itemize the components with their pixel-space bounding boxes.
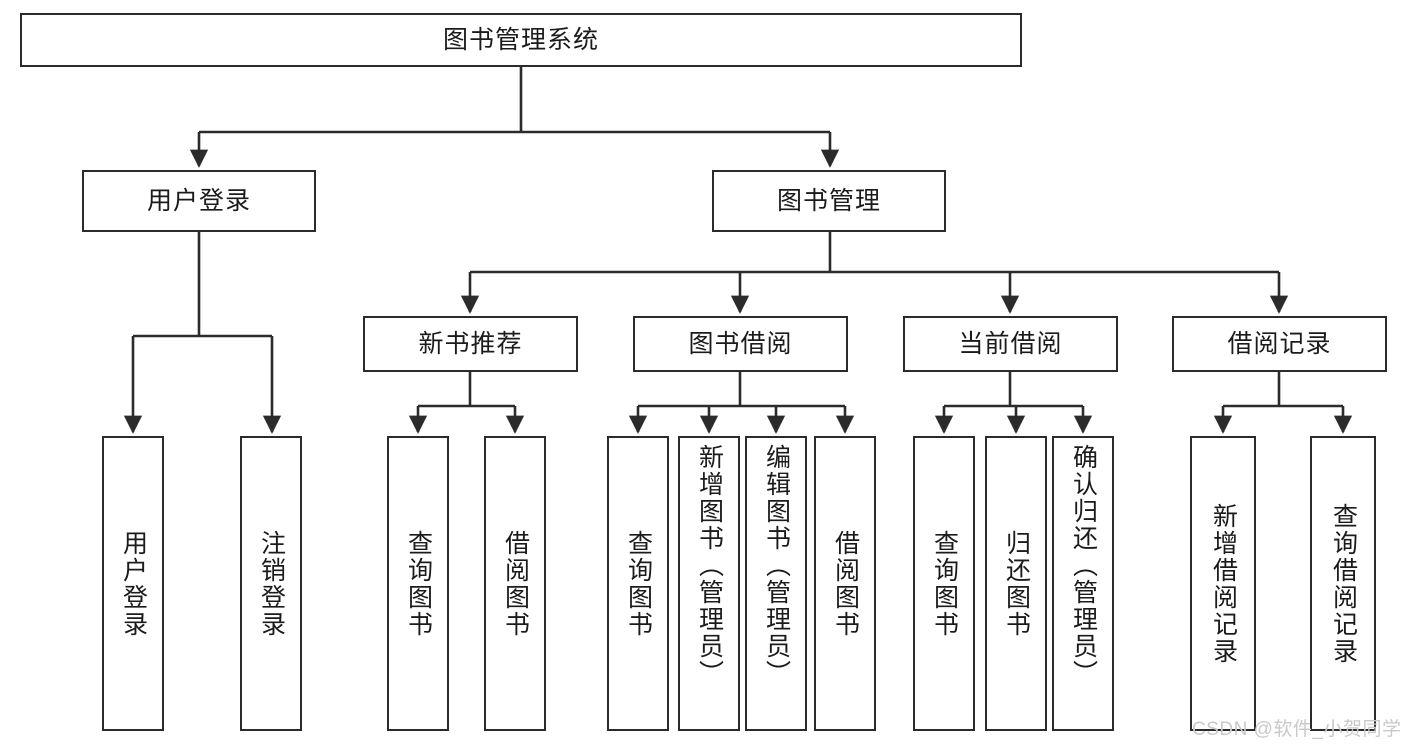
leaf-add-book-admin[interactable]: 新增图书（管理员）: [678, 436, 740, 731]
node-book-management[interactable]: 图书管理: [712, 170, 946, 232]
leaf-edit-book-admin[interactable]: 编辑图书（管理员）: [745, 436, 807, 731]
leaf-query-book-borrow[interactable]: 查询图书: [607, 436, 669, 731]
node-book-borrow[interactable]: 图书借阅: [633, 316, 848, 372]
node-new-book-recommend[interactable]: 新书推荐: [363, 316, 578, 372]
leaf-user-login-label: 用户登录: [119, 529, 148, 638]
node-root-label: 图书管理系统: [442, 25, 599, 54]
node-current-borrow[interactable]: 当前借阅: [903, 316, 1118, 372]
leaf-user-login[interactable]: 用户登录: [102, 436, 164, 731]
leaf-query-book-borrow-label: 查询图书: [624, 529, 653, 638]
node-root[interactable]: 图书管理系统: [20, 13, 1022, 67]
node-current-borrow-label: 当前借阅: [958, 329, 1063, 358]
leaf-lend-book[interactable]: 借阅图书: [814, 436, 876, 731]
leaf-query-book-current-label: 查询图书: [930, 529, 959, 638]
node-book-management-label: 图书管理: [776, 186, 881, 215]
node-borrow-record[interactable]: 借阅记录: [1172, 316, 1387, 372]
leaf-borrow-book-newbook[interactable]: 借阅图书: [484, 436, 546, 731]
leaf-query-book-newbook-label: 查询图书: [404, 529, 433, 638]
leaf-logout[interactable]: 注销登录: [240, 436, 302, 731]
node-user-login-label: 用户登录: [146, 186, 251, 215]
watermark: CSDN @软件_小贺同学: [1192, 719, 1402, 740]
leaf-confirm-return-admin-label: 确认归还（管理员）: [1069, 444, 1098, 687]
leaf-query-book-current[interactable]: 查询图书: [913, 436, 975, 731]
leaf-query-borrow-record-label: 查询借阅记录: [1329, 502, 1358, 665]
leaf-confirm-return-admin[interactable]: 确认归还（管理员）: [1052, 436, 1114, 731]
node-user-login[interactable]: 用户登录: [82, 170, 316, 232]
leaf-return-book-label: 归还图书: [1002, 529, 1031, 638]
leaf-return-book[interactable]: 归还图书: [985, 436, 1047, 731]
node-borrow-record-label: 借阅记录: [1227, 329, 1332, 358]
leaf-query-book-newbook[interactable]: 查询图书: [387, 436, 449, 731]
node-book-borrow-label: 图书借阅: [688, 329, 793, 358]
leaf-edit-book-admin-label: 编辑图书（管理员）: [762, 444, 791, 687]
leaf-add-borrow-record-label: 新增借阅记录: [1209, 502, 1238, 665]
leaf-borrow-book-newbook-label: 借阅图书: [501, 529, 530, 638]
leaf-query-borrow-record[interactable]: 查询借阅记录: [1310, 436, 1376, 731]
node-new-book-recommend-label: 新书推荐: [418, 329, 523, 358]
leaf-logout-label: 注销登录: [257, 529, 286, 638]
leaf-lend-book-label: 借阅图书: [831, 529, 860, 638]
leaf-add-book-admin-label: 新增图书（管理员）: [695, 444, 724, 687]
leaf-add-borrow-record[interactable]: 新增借阅记录: [1190, 436, 1256, 731]
